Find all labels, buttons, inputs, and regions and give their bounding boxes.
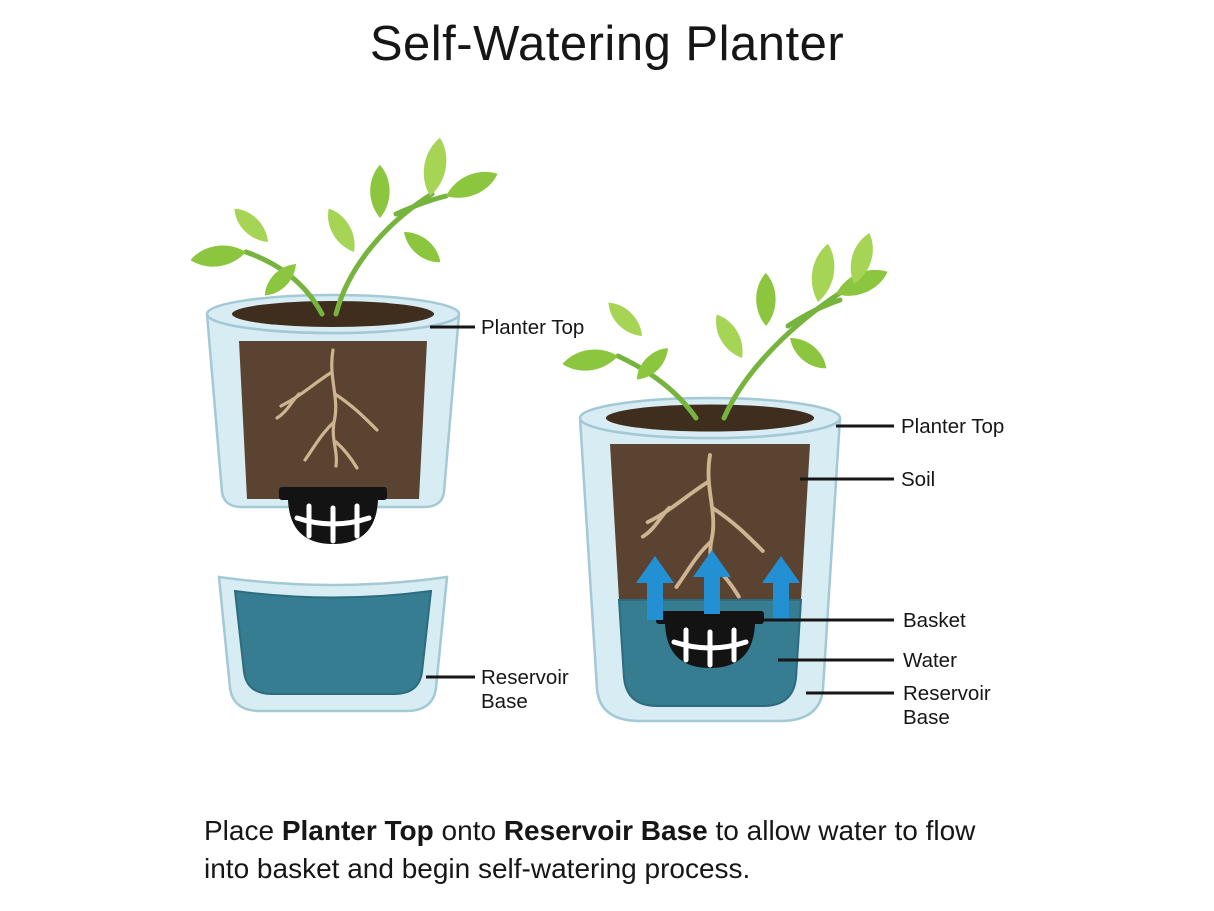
assembled-planter bbox=[578, 396, 842, 723]
soil-surface bbox=[606, 404, 814, 432]
planter-top-label: Planter Top bbox=[901, 415, 1004, 438]
soil-cutaway bbox=[610, 444, 810, 600]
left-plant bbox=[190, 137, 498, 317]
reservoir-base-label-line1: Reservoir bbox=[481, 666, 569, 689]
reservoir-base-label-line2: Base bbox=[903, 706, 950, 729]
leaf bbox=[445, 168, 498, 202]
leaf bbox=[742, 272, 789, 327]
stem bbox=[393, 193, 449, 217]
page-title: Self-Watering Planter bbox=[369, 17, 845, 71]
stem bbox=[785, 297, 843, 329]
right-plant bbox=[562, 232, 888, 421]
left-exploded-view: Planter Top Reservoir Base bbox=[190, 137, 584, 713]
planter-top-label: Planter Top bbox=[481, 316, 584, 339]
leaf bbox=[789, 329, 828, 377]
basket bbox=[279, 487, 387, 544]
right-assembled-view: Planter Top Soil Basket Water Reservoir … bbox=[562, 232, 1004, 729]
left-planter-top bbox=[205, 293, 461, 544]
caption-planter-top: Planter Top bbox=[281, 815, 434, 846]
stem bbox=[615, 353, 699, 421]
caption-reservoir-base: Reservoir Base bbox=[503, 815, 708, 846]
reservoir-base-label-line1: Reservoir bbox=[903, 682, 991, 705]
left-reservoir-base bbox=[217, 575, 449, 713]
caption: Place Planter Top onto Reservoir Base to… bbox=[204, 812, 1028, 888]
reservoir-water bbox=[233, 589, 433, 695]
leaf bbox=[190, 234, 247, 278]
water-label: Water bbox=[903, 649, 957, 672]
caption-text: to allow water to flow into basket and b… bbox=[204, 815, 976, 884]
leaf bbox=[607, 295, 643, 343]
caption-text: onto bbox=[433, 815, 504, 846]
leaf bbox=[562, 338, 619, 382]
stem bbox=[721, 281, 857, 421]
caption-text: Place bbox=[204, 815, 282, 846]
leaf bbox=[233, 201, 269, 249]
soil-label: Soil bbox=[901, 468, 935, 491]
reservoir-base-label-line2: Base bbox=[481, 690, 528, 713]
leaf bbox=[356, 164, 403, 219]
basket-label: Basket bbox=[903, 609, 966, 632]
soil-surface bbox=[232, 301, 434, 327]
leaf bbox=[327, 207, 355, 253]
leaf bbox=[403, 223, 442, 271]
leaf bbox=[715, 313, 743, 359]
